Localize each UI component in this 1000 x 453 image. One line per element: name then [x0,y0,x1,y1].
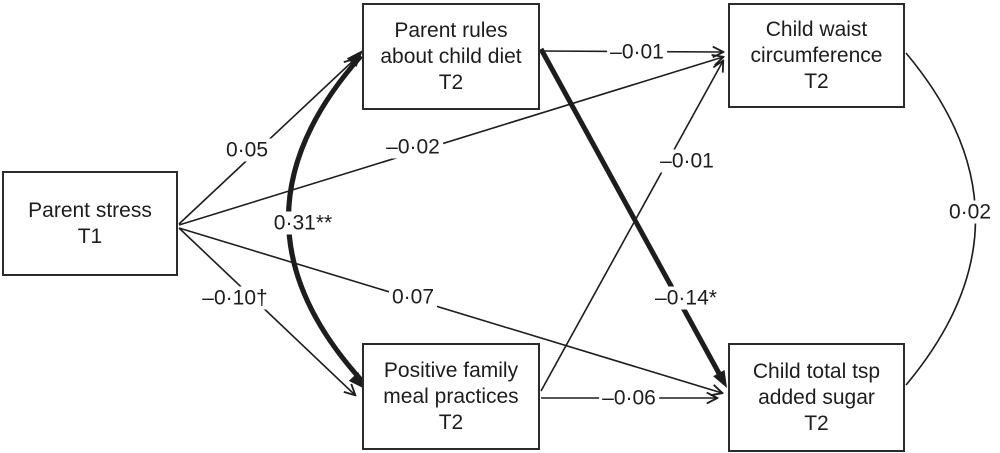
coef-stress-waist: –0·02 [383,135,443,159]
coef-stress-sugar: 0·07 [388,285,438,309]
arrowhead-family-meals [348,372,365,389]
coef-rules-waist: –0·01 [607,40,667,64]
coef-meals-waist: –0·01 [657,149,717,173]
node-label: Child total tsp added sugar T2 [752,359,881,435]
arrowhead-child-sugar [713,369,727,388]
coef-stress-rules: 0·05 [222,138,272,162]
node-parent-stress-t1: Parent stress T1 [2,171,178,276]
coef-meals-sugar: –0·06 [599,386,659,410]
edge-parent-rules-to-child-sugar [538,47,724,379]
node-label: Child waist circumference T2 [750,17,883,93]
coef-stress-meals: –0·10† [199,286,271,310]
node-family-meals-t2: Positive family meal practices T2 [362,343,540,450]
coef-rules-meals-cov: 0·31** [270,211,336,235]
edge-parent-stress-to-family-meals [178,227,355,395]
node-child-waist-t2: Child waist circumference T2 [728,3,905,108]
node-parent-rules-t2: Parent rules about child diet T2 [362,3,540,110]
coef-rules-sugar: –0·14* [652,286,720,310]
edge-parent-stress-to-child-sugar [178,227,722,393]
node-label: Parent rules about child diet T2 [380,18,522,94]
coef-waist-sugar-cov: 0·02 [945,200,995,224]
edge-parent-stress-to-child-waist [178,57,723,226]
node-child-sugar-t2: Child total tsp added sugar T2 [728,343,905,452]
node-label: Positive family meal practices T2 [383,358,519,434]
node-label: Parent stress T1 [28,198,152,248]
edge-family-meals-to-child-waist [540,61,723,392]
arrowhead-parent-rules [346,50,363,68]
